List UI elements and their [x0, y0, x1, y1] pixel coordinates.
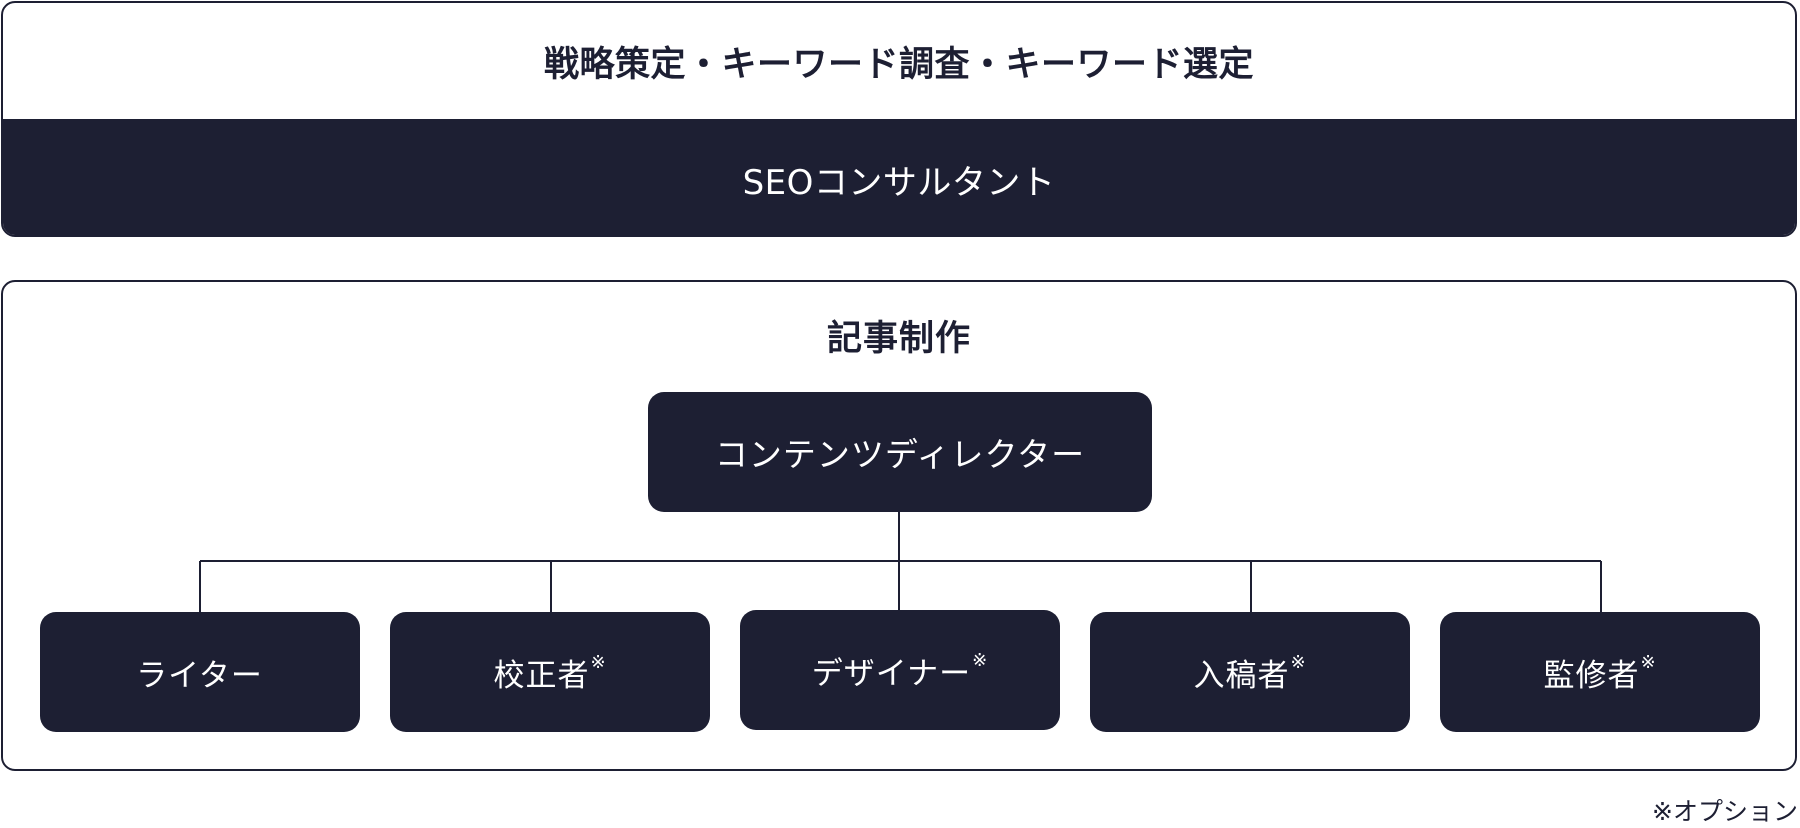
role-proofreader: 校正者※: [390, 612, 710, 732]
strategy-panel: 戦略策定・キーワード調査・キーワード選定 SEOコンサルタント: [1, 1, 1797, 237]
option-mark: ※: [1290, 651, 1307, 673]
role-writer: ライター: [40, 612, 360, 732]
role-uploader: 入稿者※: [1090, 612, 1410, 732]
content-director-role: コンテンツディレクター: [648, 392, 1152, 512]
option-footnote: ※オプション: [1652, 797, 1798, 826]
role-label: 監修者: [1543, 657, 1640, 694]
option-mark: ※: [972, 649, 989, 671]
role-supervisor: 監修者※: [1440, 612, 1760, 732]
role-label: 入稿者: [1193, 657, 1290, 694]
production-title: 記事制作: [826, 318, 971, 359]
seo-consultant-role: SEOコンサルタント: [3, 119, 1795, 235]
role-designer: デザイナー※: [740, 610, 1060, 730]
strategy-title: 戦略策定・キーワード調査・キーワード選定: [543, 44, 1254, 85]
option-mark: ※: [1640, 651, 1657, 673]
role-label: デザイナー: [811, 655, 972, 692]
role-label: 校正者: [493, 657, 590, 694]
role-label: ライター: [136, 657, 263, 694]
option-mark: ※: [590, 651, 607, 673]
